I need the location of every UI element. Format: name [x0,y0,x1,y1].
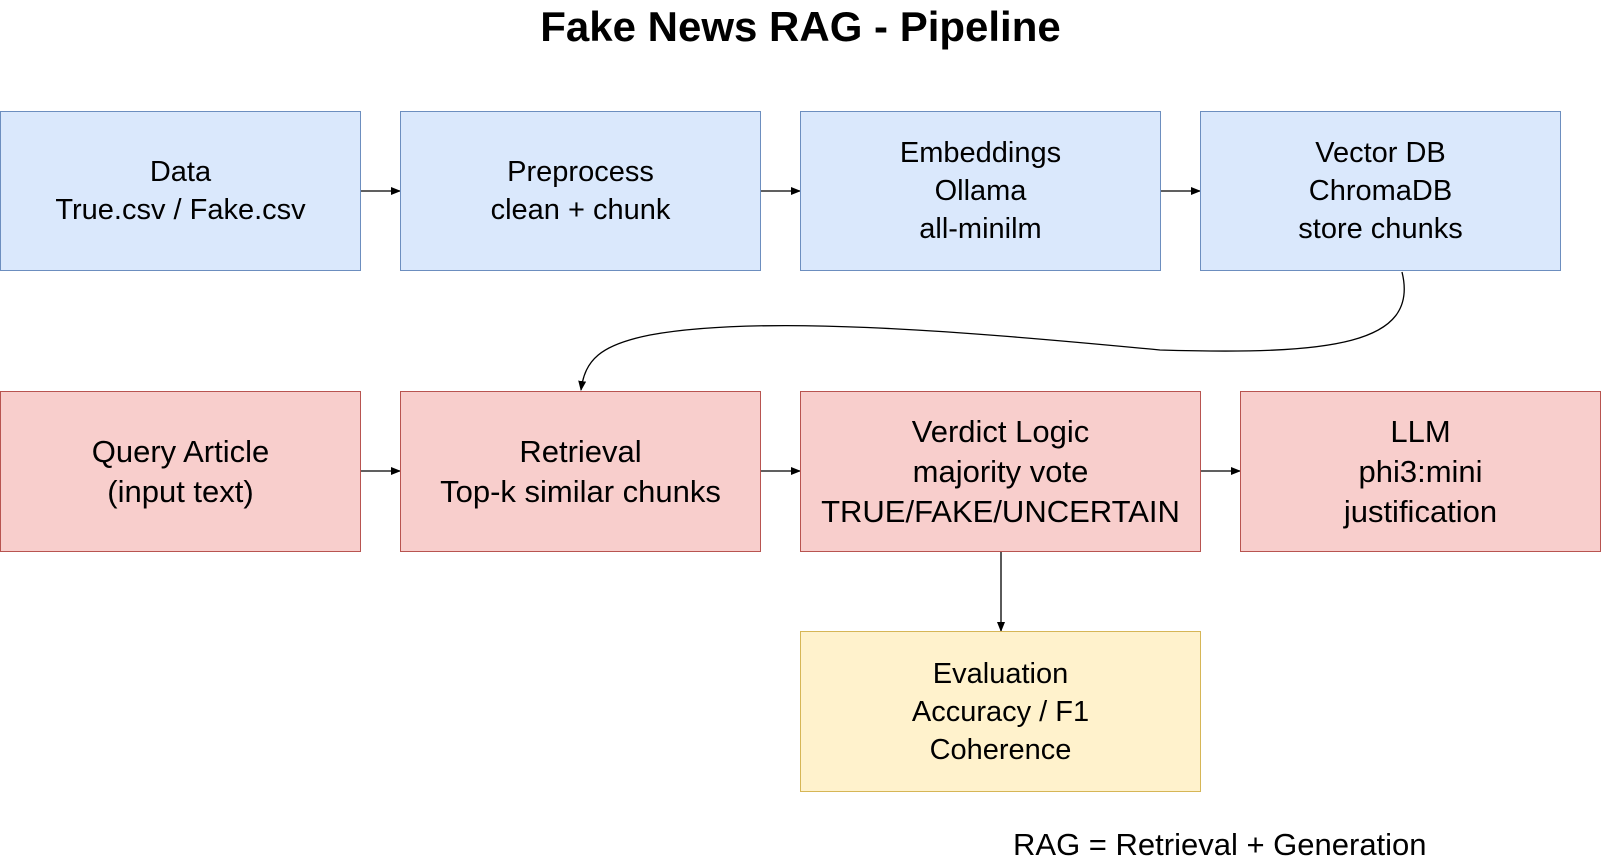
node-label: Evaluation [932,657,1069,690]
node-label: Coherence [929,733,1072,766]
node-preprocess: Preprocess clean + chunk [400,111,761,271]
node-label: Verdict Logic [911,413,1090,449]
node-label: Query Article [91,433,270,469]
diagram-title: Fake News RAG - Pipeline [540,3,1061,50]
node-label: Preprocess [507,156,654,188]
node-label: justification [1343,493,1498,529]
node-label: phi3:mini [1358,453,1483,489]
node-label: Retrieval [519,433,642,469]
node-label: LLM [1390,413,1451,449]
node-label: Vector DB [1315,137,1446,169]
node-label: all-minilm [919,213,1042,245]
node-llm: LLM phi3:mini justification [1240,391,1601,552]
node-label: Accuracy / F1 [911,695,1090,728]
node-evaluation: Evaluation Accuracy / F1 Coherence [800,631,1201,792]
node-label: Data [149,156,212,188]
node-vector-db: Vector DB ChromaDB store chunks [1200,111,1561,271]
node-label: (input text) [107,473,254,509]
node-query-article: Query Article (input text) [0,391,361,552]
node-data: Data True.csv / Fake.csv [0,111,361,271]
edge-vectordb-retrieval [578,271,1405,391]
node-retrieval: Retrieval Top-k similar chunks [400,391,761,552]
footnote: RAG = Retrieval + Generation [1013,827,1427,862]
node-label: Embeddings [899,137,1062,169]
node-verdict-logic: Verdict Logic majority vote TRUE/FAKE/UN… [800,391,1201,552]
node-label: ChromaDB [1308,175,1453,207]
node-label: Ollama [934,175,1027,207]
node-label: store chunks [1298,213,1463,245]
node-label: TRUE/FAKE/UNCERTAIN [821,493,1180,529]
node-label: Top-k similar chunks [440,473,721,509]
node-embeddings: Embeddings Ollama all-minilm [800,111,1161,271]
node-label: True.csv / Fake.csv [55,194,306,226]
node-label: clean + chunk [490,194,671,226]
node-label: majority vote [912,453,1089,489]
